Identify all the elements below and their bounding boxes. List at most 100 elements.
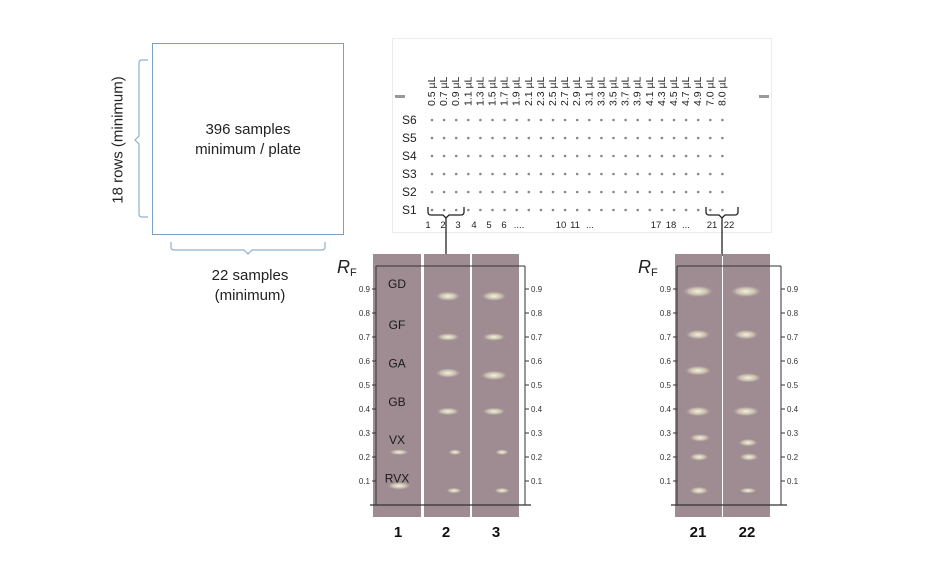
grid-dot xyxy=(709,172,712,176)
rf-tick-label: 0.9 xyxy=(660,285,672,294)
grid-dot xyxy=(648,172,652,176)
rf-tick-label: 0.2 xyxy=(660,453,672,462)
grid-dot xyxy=(612,154,615,158)
rf-tick-label: 0.9 xyxy=(787,285,799,294)
columns-label-line1: 22 samples xyxy=(211,267,289,284)
grid-dot xyxy=(551,136,555,140)
grid-dot xyxy=(467,190,470,194)
columns-label: 22 samples (minimum) xyxy=(175,266,325,306)
rf-tick-label: 0.7 xyxy=(531,333,543,342)
grid-dot xyxy=(600,208,603,212)
lane-number: 3 xyxy=(492,524,500,541)
grid-dot xyxy=(684,172,688,176)
grid-dot xyxy=(467,136,470,140)
rf-tick-label: 0.1 xyxy=(531,477,543,486)
grid-dot xyxy=(684,118,688,122)
grid-dot xyxy=(503,190,506,194)
grid-dot xyxy=(575,136,579,140)
grid-dot xyxy=(648,190,652,194)
volume-label: 3.3 µL xyxy=(595,76,607,106)
grid-dot xyxy=(515,154,518,158)
grid-dot xyxy=(660,172,664,176)
grid-dot xyxy=(660,190,664,194)
grid-dot xyxy=(454,154,458,158)
row-label: S2 xyxy=(402,185,417,199)
grid-dot xyxy=(612,172,615,176)
right-marker xyxy=(759,95,769,98)
grid-dot xyxy=(527,190,531,194)
volume-label: 4.7 µL xyxy=(680,76,692,106)
volume-label: 0.5 µL xyxy=(426,76,438,106)
tlc-spot xyxy=(733,329,759,340)
grid-dot xyxy=(660,118,664,122)
volume-label: 2.7 µL xyxy=(559,76,571,106)
rf-tick-label: 0.4 xyxy=(660,405,672,414)
plate-outline xyxy=(152,43,344,235)
grid-dot xyxy=(442,154,446,158)
rf-tick-label: 0.2 xyxy=(787,453,799,462)
grid-dot xyxy=(612,136,615,140)
tlc-spot xyxy=(738,438,758,447)
grid-dot xyxy=(588,154,591,158)
grid-dot xyxy=(588,190,591,194)
grid-dot xyxy=(467,208,470,212)
rf-tick-label: 0.3 xyxy=(660,429,672,438)
grid-dot xyxy=(467,154,470,158)
tlc-spot xyxy=(389,449,409,456)
grid-dot xyxy=(600,118,603,122)
volume-label: 2.3 µL xyxy=(535,76,547,106)
rf-tick-label: 0.1 xyxy=(359,477,371,486)
lane-number: 22 xyxy=(739,524,756,541)
grid-dot xyxy=(491,172,494,176)
grid-dot xyxy=(721,172,724,176)
grid-dot xyxy=(709,190,712,194)
rf-subscript: F xyxy=(350,267,357,279)
grid-dot xyxy=(636,118,639,122)
grid-dot xyxy=(454,136,458,140)
grid-dot xyxy=(612,190,615,194)
grid-dot xyxy=(684,190,688,194)
left-marker xyxy=(395,95,405,98)
grid-dot xyxy=(479,208,482,212)
grid-dot xyxy=(624,118,627,122)
grid-dot xyxy=(648,118,652,122)
lane-number: 21 xyxy=(690,524,707,541)
tlc-spot xyxy=(435,368,461,378)
grid-dot xyxy=(575,172,579,176)
tlc-spot xyxy=(446,487,462,494)
grid-dot xyxy=(636,172,639,176)
grid-dot xyxy=(491,154,494,158)
agent-label: RVX xyxy=(385,472,409,486)
grid-dot xyxy=(600,154,603,158)
grid-dot xyxy=(515,118,518,122)
tlc-spot xyxy=(689,433,711,442)
rf-tick-label: 0.2 xyxy=(359,453,371,462)
rf-tick-label: 0.9 xyxy=(531,285,543,294)
column-number: 5 xyxy=(486,220,491,231)
columns-bracket xyxy=(170,242,326,255)
volume-label: 2.9 µL xyxy=(571,76,583,106)
grid-dot xyxy=(684,136,688,140)
grid-dot xyxy=(575,154,579,158)
rf-tick-label: 0.4 xyxy=(531,405,543,414)
grid-dot xyxy=(491,208,494,212)
volume-label: 2.1 µL xyxy=(523,76,535,106)
rf-tick-label: 0.6 xyxy=(660,357,672,366)
tlc-spot xyxy=(387,481,411,490)
rf-tick-label: 0.5 xyxy=(359,381,371,390)
grid-dot xyxy=(479,136,482,140)
agent-label: GD xyxy=(388,277,406,291)
grid-dot xyxy=(696,136,700,140)
rf-tick-label: 0.8 xyxy=(359,309,371,318)
grid-dot xyxy=(551,154,555,158)
column-number: 4 xyxy=(471,220,476,231)
column-number: 1 xyxy=(425,220,430,231)
grid-dot xyxy=(624,208,627,212)
grid-dot xyxy=(442,208,446,212)
volume-label: 3.9 µL xyxy=(632,76,644,106)
agent-label: GA xyxy=(388,356,405,370)
grid-dot xyxy=(600,190,603,194)
